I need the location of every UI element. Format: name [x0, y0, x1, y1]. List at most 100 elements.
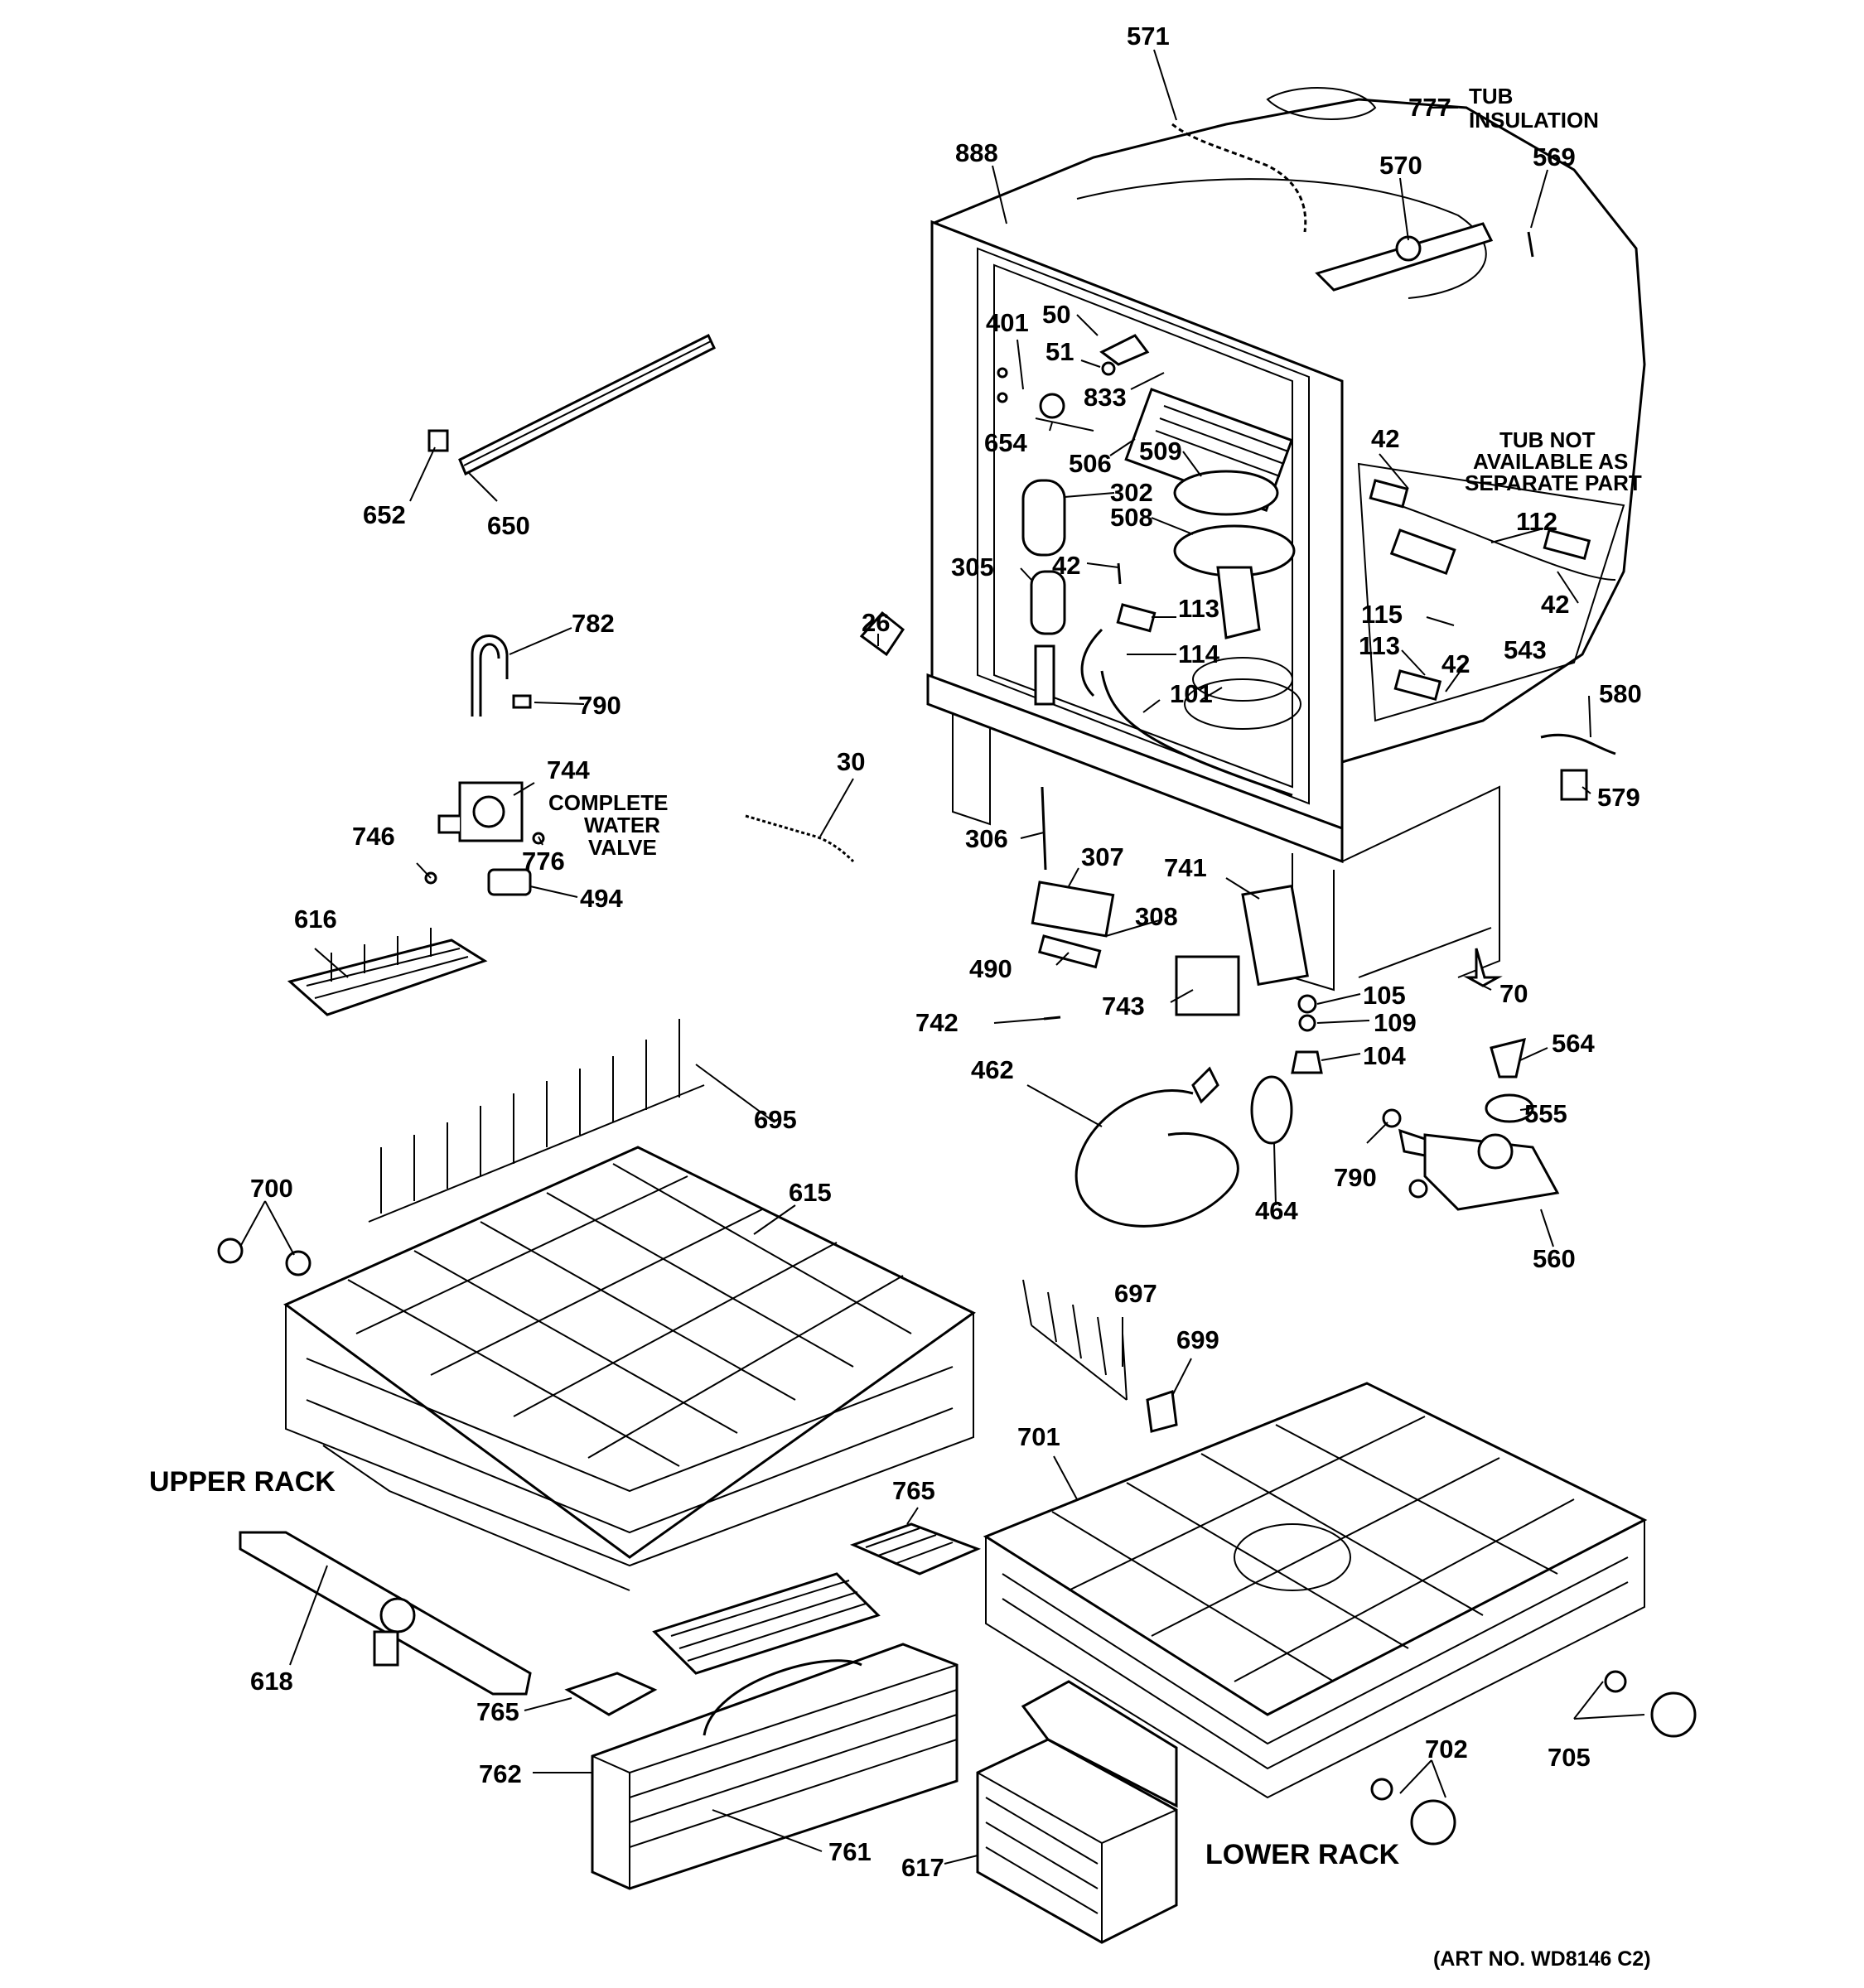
callout-506: 506	[1069, 449, 1112, 478]
callout-306: 306	[965, 824, 1008, 853]
callout-744: 744	[547, 755, 590, 784]
relay-743	[1175, 955, 1240, 1016]
clamp-790	[512, 694, 532, 709]
callout-697: 697	[1114, 1279, 1157, 1308]
bracket-494	[487, 868, 532, 896]
pump-560	[1423, 1133, 1560, 1211]
wire-580	[1540, 733, 1616, 755]
callout-543: 543	[1504, 635, 1547, 664]
callout-743: 743	[1102, 992, 1145, 1021]
leader-lines	[239, 49, 1645, 1865]
note-valve-line1: COMPLETE	[548, 790, 668, 815]
drain-hose-462	[1074, 1089, 1239, 1228]
silverware-basket-761	[591, 1643, 959, 1890]
callout-571: 571	[1127, 22, 1170, 51]
basket-lids	[564, 1522, 982, 1716]
callout-112: 112	[1516, 507, 1557, 536]
bracket-741	[1241, 884, 1309, 987]
callout-570: 570	[1379, 151, 1422, 180]
upper-rack-basket	[283, 1146, 976, 1559]
callout-101: 101	[1170, 679, 1213, 708]
callout-700: 700	[250, 1174, 293, 1203]
float-302	[1021, 479, 1066, 557]
lower-rack	[983, 1279, 1697, 1846]
clip-699	[1146, 1389, 1178, 1433]
callout-105: 105	[1363, 981, 1406, 1010]
callout-307: 307	[1081, 842, 1124, 871]
callout-777: 777	[1408, 93, 1451, 122]
callout-701: 701	[1017, 1422, 1060, 1451]
callout-494: 494	[580, 884, 623, 913]
callout-308: 308	[1135, 902, 1178, 931]
callout-560: 560	[1533, 1244, 1576, 1273]
callout-114: 114	[1178, 639, 1220, 668]
callout-702: 702	[1425, 1735, 1468, 1764]
roller-700b	[285, 1250, 311, 1276]
callout-42b: 42	[1371, 424, 1399, 453]
note-valve-line3: VALVE	[588, 835, 657, 860]
callout-790b: 790	[1334, 1163, 1377, 1192]
callout-26: 26	[862, 608, 890, 637]
callout-833: 833	[1084, 383, 1127, 412]
callout-508: 508	[1110, 503, 1153, 532]
bracket-579	[1560, 769, 1588, 801]
callout-115: 115	[1361, 600, 1403, 629]
callout-705: 705	[1548, 1743, 1591, 1772]
lower-rack-basket	[983, 1382, 1648, 1716]
callout-762: 762	[479, 1759, 522, 1788]
callout-401: 401	[986, 308, 1029, 337]
callout-776: 776	[522, 847, 565, 876]
gasket-464	[1250, 1075, 1293, 1145]
wheel-705	[1650, 1691, 1697, 1738]
roller-700a	[217, 1238, 244, 1264]
screw-51	[1101, 361, 1116, 376]
washer-105	[1297, 994, 1317, 1014]
callout-699: 699	[1176, 1325, 1219, 1354]
impeller-564	[1490, 1037, 1526, 1078]
art-number: (ART NO. WD8146 C2)	[1433, 1947, 1651, 1971]
note-tub-not-line1: TUB NOT	[1499, 427, 1596, 452]
dispenser-parts	[997, 334, 1296, 797]
rack-track-616	[287, 928, 488, 1016]
knob-654	[1039, 393, 1065, 419]
grid-insert	[652, 1572, 881, 1675]
callout-302: 302	[1110, 478, 1153, 507]
callout-490: 490	[969, 954, 1012, 983]
callout-695: 695	[754, 1105, 797, 1134]
lower-components	[1031, 733, 1616, 1228]
callout-654: 654	[984, 428, 1027, 457]
note-valve-line2: WATER	[584, 813, 660, 837]
screw-42	[1117, 562, 1122, 585]
callout-113b: 113	[1359, 631, 1400, 660]
callout-509: 509	[1139, 437, 1182, 466]
note-tub-insulation-line1: TUB	[1469, 84, 1513, 109]
title-upper-rack: UPPER RACK	[149, 1466, 336, 1498]
spray-bracket	[1389, 528, 1456, 576]
wire-114	[1080, 628, 1103, 697]
rinse-cap-508a	[1173, 470, 1279, 516]
note-tub-not-line2: AVAILABLE AS	[1473, 449, 1628, 474]
callout-652: 652	[363, 500, 406, 529]
switch-308	[1037, 934, 1102, 969]
switch-307	[1031, 881, 1115, 938]
callout-579: 579	[1597, 783, 1640, 812]
switch-113	[1116, 603, 1157, 633]
tub-insulation-pad	[1266, 87, 1377, 120]
callout-615: 615	[789, 1178, 832, 1207]
callout-790a: 790	[578, 691, 621, 720]
callout-51: 51	[1045, 337, 1074, 366]
callout-742: 742	[915, 1008, 959, 1037]
note-tub-not-line3: SEPARATE PART	[1465, 470, 1642, 495]
callout-765b: 765	[476, 1697, 519, 1726]
clip-652	[427, 429, 449, 452]
callout-305: 305	[951, 552, 994, 581]
callout-462: 462	[971, 1055, 1014, 1084]
callout-782: 782	[572, 609, 615, 638]
callout-464: 464	[1255, 1196, 1298, 1225]
callout-113a: 113	[1178, 594, 1219, 623]
hose-571	[1171, 123, 1307, 233]
harness-101	[1100, 670, 1293, 797]
door-gasket	[427, 333, 716, 476]
callout-616: 616	[294, 905, 337, 934]
